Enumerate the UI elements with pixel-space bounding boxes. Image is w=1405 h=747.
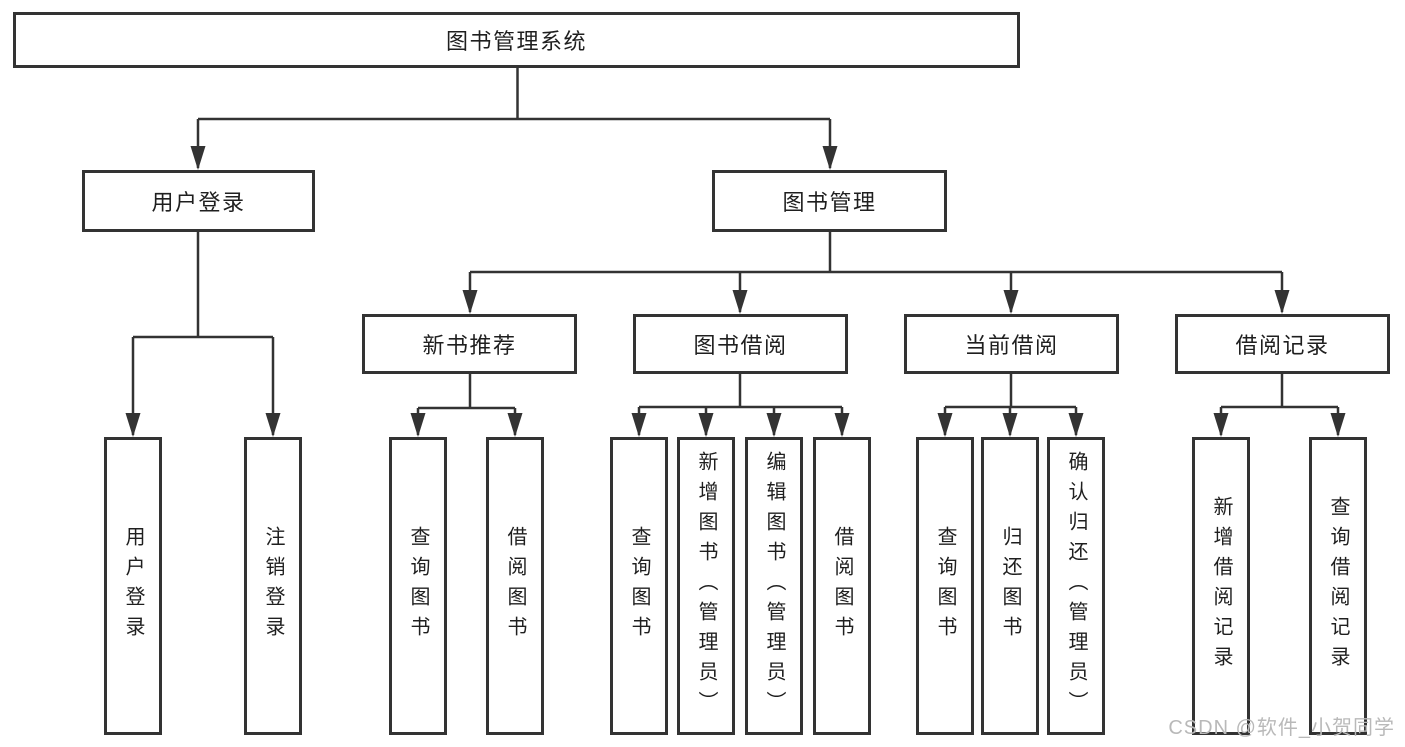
node-label: 归还图书 xyxy=(999,526,1021,646)
node-label: 查询图书 xyxy=(934,526,956,646)
node-label: 查询图书 xyxy=(628,526,650,646)
arrowhead xyxy=(410,413,426,437)
node-current-borrowing: 当前借阅 xyxy=(904,314,1119,374)
node-label: 新增借阅记录 xyxy=(1210,496,1232,676)
leaf-return-books: 归还图书 xyxy=(981,437,1039,735)
leaf-query-books-current: 查询图书 xyxy=(916,437,974,735)
node-label: 借阅图书 xyxy=(831,526,853,646)
node-label: 新增图书（管理员） xyxy=(695,451,717,721)
node-user-login: 用户登录 xyxy=(82,170,315,232)
connector-root-branch xyxy=(196,68,832,168)
leaf-add-books-admin: 新增图书（管理员） xyxy=(677,437,735,735)
node-borrowing-records: 借阅记录 xyxy=(1175,314,1390,374)
node-book-management: 图书管理 xyxy=(712,170,947,232)
leaf-query-borrow-record: 查询借阅记录 xyxy=(1309,437,1367,735)
leaf-query-books-borrowing: 查询图书 xyxy=(610,437,668,735)
leaf-add-borrow-record: 新增借阅记录 xyxy=(1192,437,1250,735)
node-label: 借阅图书 xyxy=(504,526,526,646)
leaf-logout: 注销登录 xyxy=(244,437,302,735)
node-label: 借阅记录 xyxy=(1235,333,1330,358)
connector-book-mgmt-branch xyxy=(468,232,1284,312)
arrowhead xyxy=(1002,413,1018,437)
node-label: 图书借阅 xyxy=(693,333,788,358)
arrowhead xyxy=(631,413,647,437)
arrowhead xyxy=(937,413,953,437)
node-label: 图书管理 xyxy=(782,190,877,215)
node-label: 注销登录 xyxy=(262,526,284,646)
arrowhead xyxy=(732,290,748,314)
node-label: 确认归还（管理员） xyxy=(1065,451,1087,721)
node-label: 用户登录 xyxy=(122,526,144,646)
arrowhead xyxy=(1274,290,1290,314)
arrowhead xyxy=(125,413,141,437)
node-new-book-recommend: 新书推荐 xyxy=(362,314,577,374)
node-label: 用户登录 xyxy=(151,190,246,215)
arrowhead xyxy=(1003,290,1019,314)
node-label: 新书推荐 xyxy=(422,333,517,358)
leaf-borrow-books: 借阅图书 xyxy=(813,437,871,735)
connector-arrowheads xyxy=(125,146,1346,437)
csdn-watermark: CSDN @软件_小贺同学 xyxy=(1168,717,1395,739)
node-label: 查询借阅记录 xyxy=(1327,496,1349,676)
node-label: 编辑图书（管理员） xyxy=(763,451,785,721)
arrowhead xyxy=(507,413,523,437)
leaf-borrow-books-recommend: 借阅图书 xyxy=(486,437,544,735)
arrowhead xyxy=(766,413,782,437)
arrowhead xyxy=(698,413,714,437)
node-library-management-system: 图书管理系统 xyxy=(13,12,1020,68)
arrowhead xyxy=(822,146,838,170)
leaf-edit-books-admin: 编辑图书（管理员） xyxy=(745,437,803,735)
arrowhead xyxy=(190,146,206,170)
arrowhead xyxy=(265,413,281,437)
leaf-query-books-recommend: 查询图书 xyxy=(389,437,447,735)
arrowhead xyxy=(834,413,850,437)
connector-book-borrow-branch xyxy=(637,374,844,435)
arrowhead xyxy=(462,290,478,314)
connector-new-book-branch xyxy=(416,374,517,435)
arrowhead xyxy=(1213,413,1229,437)
node-book-borrowing: 图书借阅 xyxy=(633,314,848,374)
leaf-confirm-return-admin: 确认归还（管理员） xyxy=(1047,437,1105,735)
connector-user-login-branch xyxy=(131,232,275,435)
node-label: 当前借阅 xyxy=(964,333,1059,358)
node-label: 图书管理系统 xyxy=(445,29,587,54)
leaf-user-login: 用户登录 xyxy=(104,437,162,735)
arrowhead xyxy=(1068,413,1084,437)
connector-borrow-record-branch xyxy=(1219,374,1340,435)
connector-lines xyxy=(131,68,1340,435)
node-label: 查询图书 xyxy=(407,526,429,646)
arrowhead xyxy=(1330,413,1346,437)
